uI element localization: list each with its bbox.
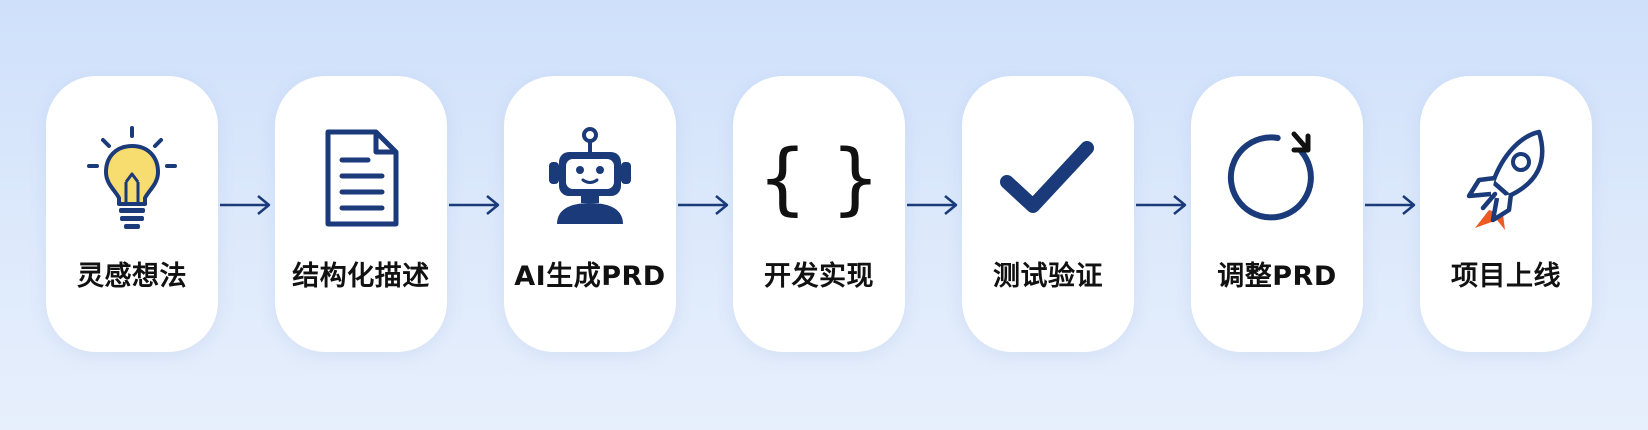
step-label: 开发实现 [764, 261, 874, 292]
step-card-development: {} 开发实现 [733, 76, 905, 352]
step-card-adjust-prd: 调整PRD [1191, 76, 1363, 352]
checkmark-icon [962, 124, 1134, 234]
step-label: 调整PRD [1217, 261, 1337, 292]
refresh-icon [1191, 124, 1363, 234]
arrow-right-icon [220, 195, 271, 215]
step-card-ai-prd: AI生成PRD [504, 76, 676, 352]
step-card-idea: 灵感想法 [46, 76, 218, 352]
document-icon [275, 124, 447, 234]
step-label: 项目上线 [1451, 261, 1561, 292]
arrow-right-icon [678, 195, 729, 215]
arrow-right-icon [449, 195, 500, 215]
step-card-testing: 测试验证 [962, 76, 1134, 352]
step-label: AI生成PRD [514, 261, 666, 292]
arrow-right-icon [1365, 195, 1416, 215]
step-card-structured-description: 结构化描述 [275, 76, 447, 352]
code-braces-icon: {} [759, 134, 905, 224]
arrow-right-icon [1136, 195, 1187, 215]
arrow-right-icon [907, 195, 958, 215]
lightbulb-icon [46, 124, 218, 234]
step-card-launch: 项目上线 [1420, 76, 1592, 352]
step-label: 结构化描述 [292, 261, 430, 292]
step-label: 测试验证 [993, 261, 1103, 292]
rocket-icon [1420, 124, 1592, 234]
step-label: 灵感想法 [77, 261, 187, 292]
robot-icon [504, 124, 676, 234]
